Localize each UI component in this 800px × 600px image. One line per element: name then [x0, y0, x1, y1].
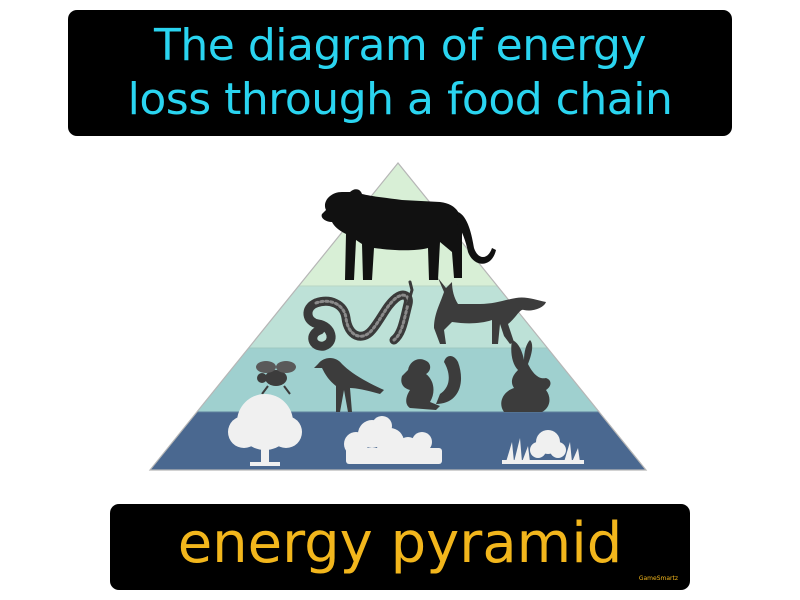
snake-icon: [303, 280, 414, 351]
term-label: energy pyramid: [177, 511, 623, 576]
crow-icon: [314, 358, 384, 412]
rabbit-icon: [501, 340, 551, 412]
fox-icon: [434, 278, 546, 344]
tiger-icon: [321, 189, 496, 280]
energy-pyramid-diagram: [148, 162, 648, 471]
shrub-icon: [344, 416, 442, 464]
tree-icon: [228, 394, 302, 466]
squirrel-icon: [401, 356, 462, 410]
title-banner: The diagram of energy loss through a foo…: [68, 10, 732, 136]
title-line-2: loss through a food chain: [127, 74, 673, 125]
title-line-1: The diagram of energy: [154, 20, 646, 71]
term-banner: energy pyramid GameSmartz: [110, 504, 690, 590]
tier-third: [150, 348, 646, 412]
brand-label: GameSmartz: [638, 575, 678, 582]
grass-icon: [502, 430, 584, 464]
bee-icon: [256, 361, 296, 395]
